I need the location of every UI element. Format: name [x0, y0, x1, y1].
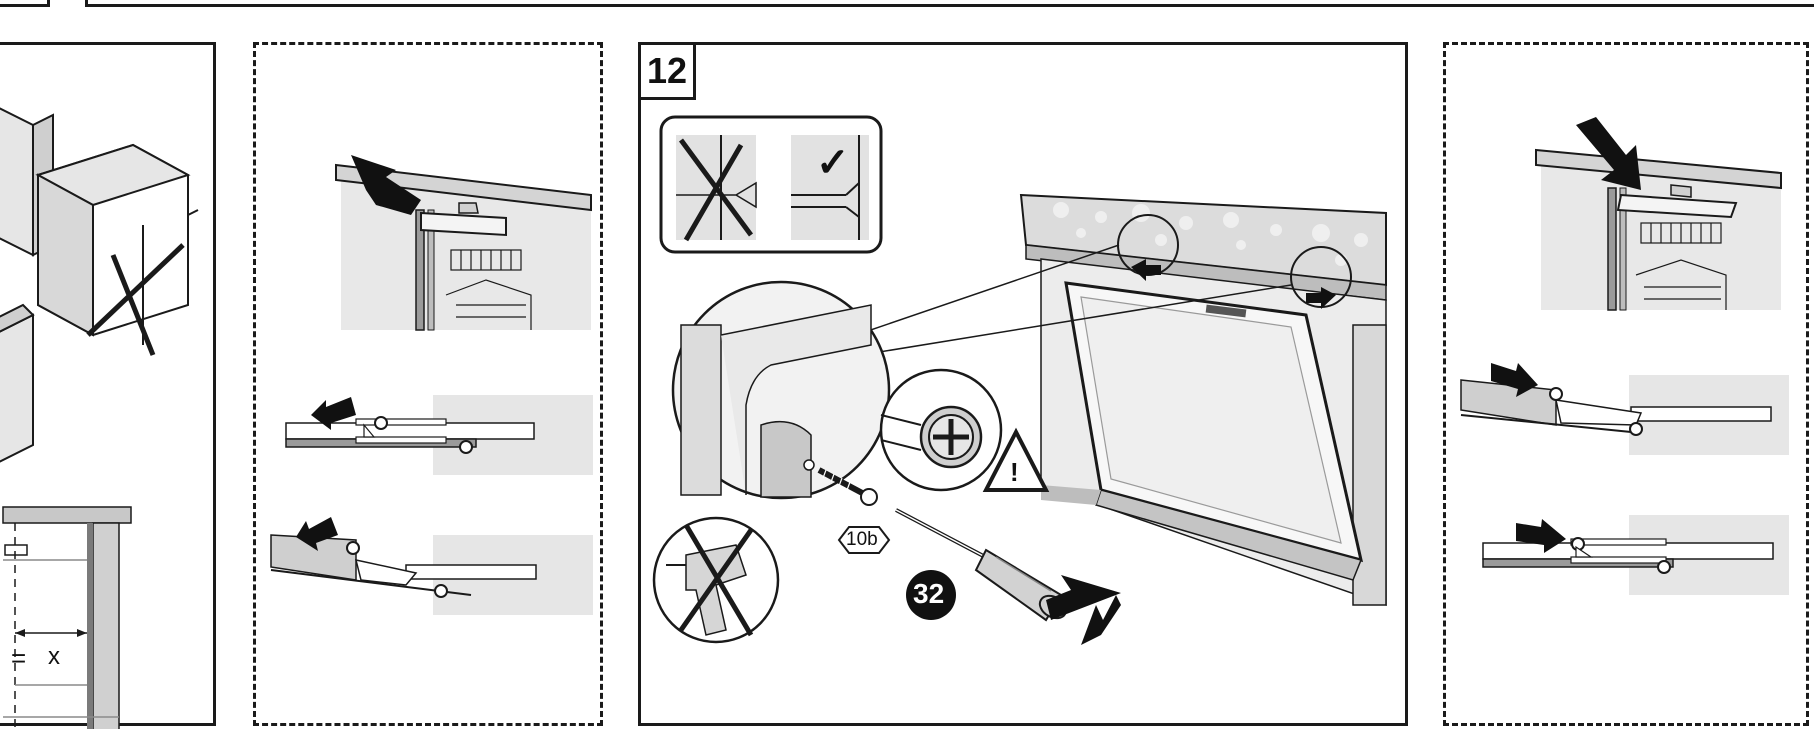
- screw: [817, 467, 868, 498]
- dimension-x-label: x: [48, 643, 60, 670]
- prohibited-cross-line-1: [86, 243, 185, 337]
- panel-hinge-lock: [1443, 42, 1809, 726]
- ok-check-icon: ✓: [816, 141, 850, 185]
- step-number-badge: 12: [638, 42, 696, 100]
- tool-number-circle: [906, 570, 956, 620]
- warning-symbol-label: !: [1010, 457, 1019, 487]
- direction-arrow-icon: [1491, 363, 1538, 397]
- direction-arrow-icon: [311, 397, 356, 430]
- direction-arrow-icon: [296, 517, 338, 551]
- part-number-label: 10b: [846, 529, 878, 550]
- panel-step-12: 12: [638, 42, 1408, 726]
- prohibited-cross-line-2: [110, 254, 156, 356]
- panel-niche-placement: = x: [0, 42, 216, 729]
- step-12-illustration: [652, 115, 1387, 645]
- push-arrow-icon: [351, 155, 421, 215]
- warning-triangle-icon: [982, 427, 1050, 492]
- push-arrow-icon: [1576, 117, 1641, 190]
- push-arrow-icon: [1081, 595, 1121, 645]
- hinge-release-illustration: [270, 155, 593, 615]
- tool-number-label: 32: [913, 578, 945, 609]
- hinge-arrow-right-icon: [1306, 287, 1336, 309]
- header-frame-left: [0, 0, 50, 7]
- equal-sign-label: =: [11, 643, 27, 673]
- panel-hinge-release: [253, 42, 603, 726]
- hinge-lock-illustration: [1460, 117, 1789, 595]
- hinge-arrow-left-icon: [1131, 259, 1161, 281]
- niche-placement-illustration: [0, 107, 199, 729]
- part-label-hexagon: [837, 526, 891, 554]
- direction-arrow-icon: [1516, 519, 1566, 553]
- header-frame-main: [85, 0, 1814, 7]
